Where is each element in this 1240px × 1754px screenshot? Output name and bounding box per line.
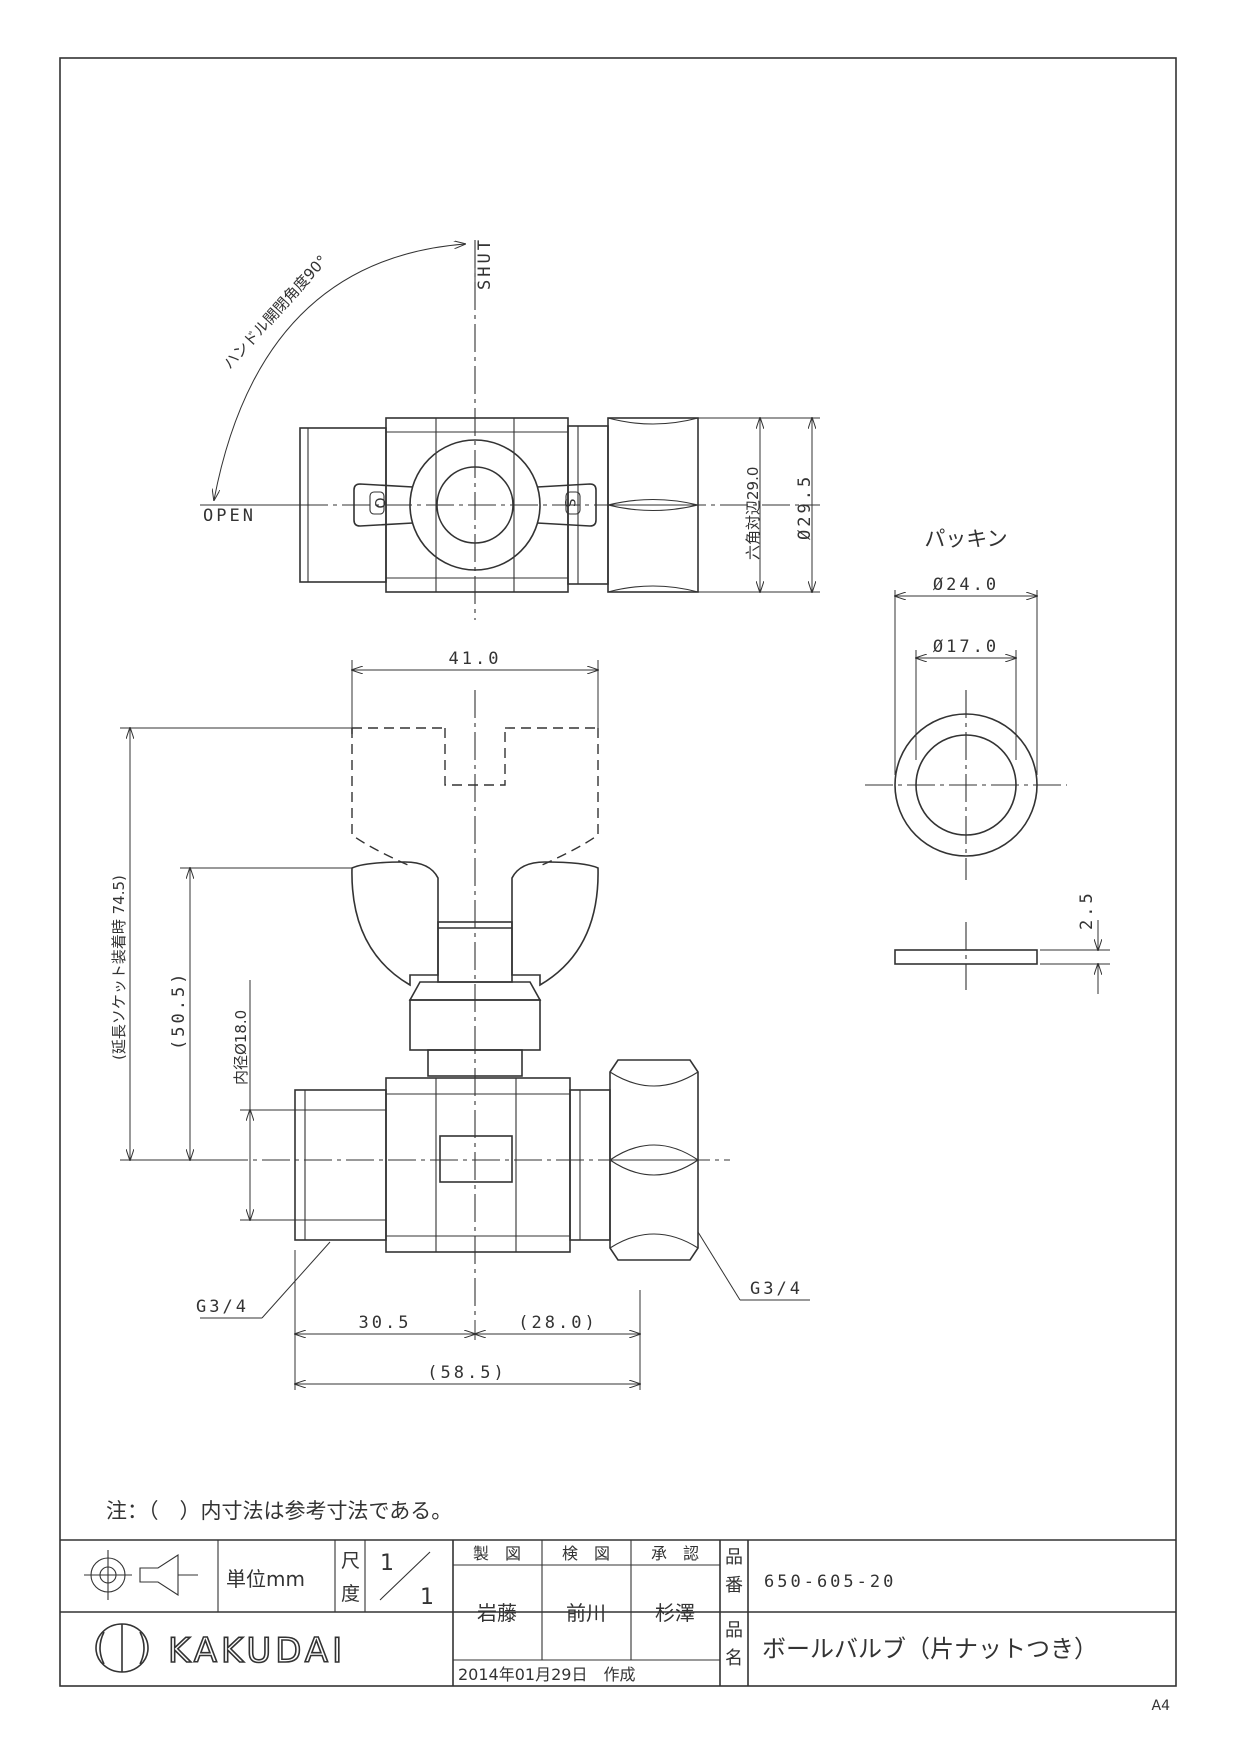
handle-s-label: S xyxy=(561,499,577,508)
thread-left-label: G3/4 xyxy=(196,1297,249,1317)
part-no-label-1: 品 xyxy=(725,1547,743,1568)
right-length-dim: (28.0) xyxy=(518,1313,597,1333)
company-name: KAKUDAI xyxy=(168,1631,346,1671)
drawing-frame xyxy=(59,57,1177,1687)
total-length-dim: (58.5) xyxy=(427,1363,506,1383)
thread-right-label: G3/4 xyxy=(750,1279,803,1299)
handle-o-label: O xyxy=(371,497,387,508)
part-name-label-1: 品 xyxy=(725,1620,743,1641)
open-label: OPEN xyxy=(203,506,256,526)
scale-label-2: 度 xyxy=(341,1583,360,1605)
kakudai-logo: KAKUDAI xyxy=(95,1623,346,1673)
handle-angle-label: ハンドル開閉角度90° xyxy=(220,252,331,373)
hex-flats-dim: 六角対辺29.0 xyxy=(744,467,762,560)
scale-denominator: 1 xyxy=(420,1585,434,1610)
left-length-dim: 30.5 xyxy=(359,1313,412,1333)
front-view: 41.0 (延長ソケット装着時 74.5) (50.5) 内径Ø18.0 G3/… xyxy=(110,649,810,1390)
scale-numerator: 1 xyxy=(380,1551,394,1576)
packing-title: パッキン xyxy=(924,527,1007,551)
checked-by: 前川 xyxy=(566,1601,606,1625)
unit-label: 単位mm xyxy=(226,1567,305,1591)
col-checked-label: 検 図 xyxy=(562,1544,610,1563)
approved-by: 杉澤 xyxy=(655,1601,695,1625)
col-approved-label: 承 認 xyxy=(651,1544,699,1563)
height-dim: (50.5) xyxy=(169,971,189,1050)
note-text: 注：（ ）内寸法は参考寸法である。 xyxy=(106,1499,452,1523)
third-angle-projection-icon xyxy=(84,1550,198,1600)
outer-diameter-dim: Ø29.5 xyxy=(795,474,815,540)
title-block: 単位mm 尺 度 1 1 製 図 検 図 承 認 岩藤 前川 杉澤 2014年0… xyxy=(60,1539,1176,1686)
packing-outer-dim: Ø24.0 xyxy=(933,575,999,595)
top-view: O S SHUT ハンドル開閉角度90° OPEN 六角対辺29.0 Ø29.5 xyxy=(200,237,820,620)
sheet-size: A4 xyxy=(1152,1698,1171,1714)
packing-inner-dim: Ø17.0 xyxy=(933,637,999,657)
shut-label: SHUT xyxy=(475,237,495,290)
packing-thickness-dim: 2.5 xyxy=(1077,890,1097,930)
part-no-label-2: 番 xyxy=(725,1575,743,1596)
date-created: 2014年01月29日 作成 xyxy=(458,1665,635,1684)
drawn-by: 岩藤 xyxy=(477,1601,517,1625)
part-name-label-2: 名 xyxy=(725,1648,743,1669)
col-drawn-label: 製 図 xyxy=(473,1544,521,1563)
scale-label-1: 尺 xyxy=(341,1550,360,1572)
extension-height-dim: (延長ソケット装着時 74.5) xyxy=(110,875,128,1060)
inner-diameter-dim: 内径Ø18.0 xyxy=(232,1010,250,1085)
handle-width-dim: 41.0 xyxy=(449,649,502,669)
part-number: 650-605-20 xyxy=(764,1572,896,1592)
packing-view: パッキン Ø24.0 Ø17.0 2.5 xyxy=(865,527,1110,994)
part-name: ボールバルブ（片ナットつき） xyxy=(762,1635,1098,1663)
